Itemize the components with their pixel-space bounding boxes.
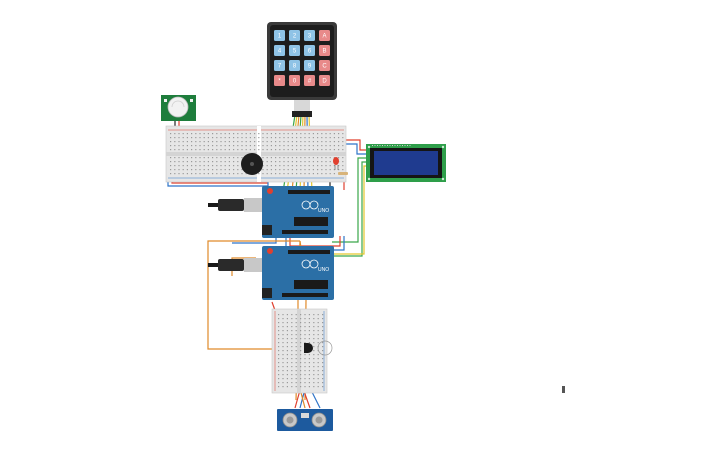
keypad-key-label: 0 xyxy=(293,79,297,85)
lcd-wire xyxy=(345,143,368,155)
keypad-key-label: 9 xyxy=(308,64,312,70)
transistor-body xyxy=(308,343,313,353)
arduino-top-label: UNO xyxy=(318,208,329,214)
keypad-key-label: 6 xyxy=(308,49,312,55)
keypad-key-label: 2 xyxy=(293,34,297,40)
arduino-bottom-board xyxy=(262,246,334,300)
pir-sensor[interactable] xyxy=(161,95,196,121)
keypad-key-label: 5 xyxy=(293,49,297,55)
transistor[interactable] xyxy=(304,343,313,353)
arduino-bottom-label: UNO xyxy=(318,267,329,273)
lcd-display[interactable] xyxy=(366,144,446,182)
keypad-key-label: B xyxy=(322,49,326,55)
lcd-wire xyxy=(332,157,366,243)
keypad-key[interactable] xyxy=(319,45,330,56)
keypad-ribbon xyxy=(294,100,310,112)
keypad-key-label: # xyxy=(308,79,312,85)
keypad-key-label: 1 xyxy=(278,34,282,40)
resistor-body xyxy=(338,172,348,175)
resistor[interactable] xyxy=(338,172,348,175)
keypad-key[interactable] xyxy=(304,60,315,71)
keypad-key-label: 8 xyxy=(293,64,297,70)
stray-component[interactable] xyxy=(562,386,565,393)
led-bulb xyxy=(333,157,339,165)
keypad-key[interactable] xyxy=(304,45,315,56)
keypad-key[interactable] xyxy=(304,75,315,86)
breadboard-top-gap xyxy=(257,126,261,182)
buzzer[interactable] xyxy=(241,153,263,175)
keypad-key-label: 4 xyxy=(278,49,282,55)
keypad-key[interactable] xyxy=(304,30,315,41)
breadboard-bottom-holes xyxy=(278,314,324,388)
arduino-bottom[interactable]: UNO xyxy=(208,246,334,300)
pir-dome xyxy=(167,96,189,118)
breadboard-bottom[interactable] xyxy=(271,308,328,394)
keypad-key[interactable] xyxy=(274,75,285,86)
keypad-key-label: * xyxy=(278,79,281,85)
keypad-key-label: 7 xyxy=(278,64,282,70)
keypad-key[interactable] xyxy=(289,30,300,41)
lcd-wire xyxy=(332,161,366,257)
keypad-key[interactable] xyxy=(274,60,285,71)
orange-wire xyxy=(207,240,300,350)
keypad-key[interactable] xyxy=(319,30,330,41)
lcd-screen xyxy=(374,151,438,175)
led[interactable] xyxy=(333,157,339,170)
pushbutton-outline[interactable] xyxy=(317,340,333,356)
keypad-key[interactable] xyxy=(319,75,330,86)
usb-port-bottom xyxy=(244,258,264,272)
keypad-key[interactable] xyxy=(289,60,300,71)
lcd-wire xyxy=(345,139,368,151)
ultrasonic-sensor[interactable] xyxy=(277,409,333,431)
keypad-key-label: C xyxy=(322,64,327,70)
keypad-key[interactable] xyxy=(289,75,300,86)
keypad-key-label: 3 xyxy=(308,34,312,40)
keypad-key[interactable] xyxy=(274,45,285,56)
link-wire xyxy=(232,236,277,244)
lcd-wire xyxy=(320,165,366,255)
arduino-top[interactable]: UNO xyxy=(208,186,334,238)
keypad-key-label: D xyxy=(322,79,327,85)
usb-port-top xyxy=(244,198,264,212)
keypad[interactable]: 1 2 3 A 4 5 6 B 7 8 9 C * 0 # D xyxy=(267,22,337,117)
keypad-key-label: A xyxy=(322,34,326,40)
keypad-panel xyxy=(270,25,334,97)
keypad-connector xyxy=(292,111,312,117)
keypad-key[interactable] xyxy=(274,30,285,41)
breadboard-top-holes xyxy=(170,133,344,175)
breadboard-top[interactable] xyxy=(165,125,347,183)
keypad-key[interactable] xyxy=(319,60,330,71)
keypad-key[interactable] xyxy=(289,45,300,56)
